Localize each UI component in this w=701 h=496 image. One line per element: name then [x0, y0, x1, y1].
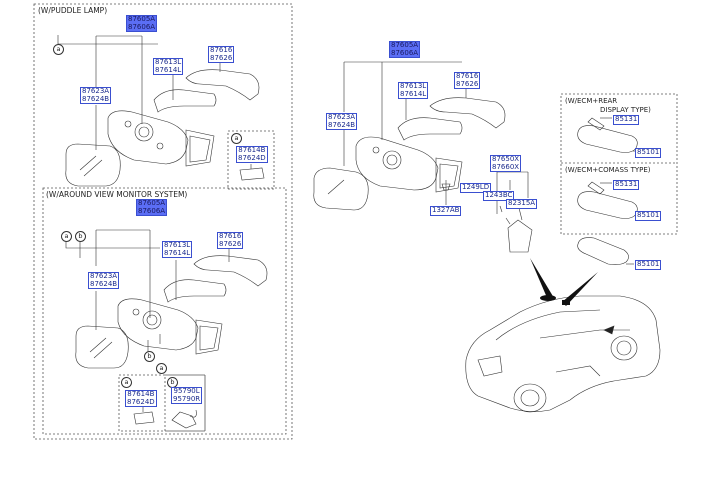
part-label-bolt-2[interactable]: 1243BC — [483, 191, 515, 201]
callout-a: a — [156, 363, 167, 374]
avm-frame — [42, 187, 287, 435]
part-label-cap[interactable]: 87616 87626 — [454, 72, 481, 89]
part-label-screw[interactable]: 1327AB — [430, 206, 462, 216]
part-label-mirror-cover[interactable]: 85131 — [613, 180, 640, 190]
part-label-bracket[interactable]: 82315A — [506, 199, 538, 209]
callout-a: a — [53, 44, 64, 55]
part-label-room-mirror[interactable]: 85101 — [635, 260, 662, 270]
left-panel-frame — [33, 3, 293, 440]
part-label-room-mirror[interactable]: 85101 — [635, 211, 662, 221]
part-label-mirror-assy[interactable]: 87605A 87606A — [389, 41, 421, 58]
ecm-compass-title: (W/ECM+COMASS TYPE) — [565, 166, 651, 174]
callout-b: b — [75, 231, 86, 242]
callout-b: b — [144, 351, 155, 362]
part-label-glass[interactable]: 87623A 87624B — [88, 272, 120, 289]
part-label-glass[interactable]: 87623A 87624B — [326, 113, 358, 130]
part-label-bolt-1[interactable]: 1249LD — [460, 183, 492, 193]
part-label-base[interactable]: 87650X 87660X — [490, 155, 522, 172]
ecm-rear-title-1: (W/ECM+REAR — [565, 97, 618, 105]
part-label-cap[interactable]: 87616 87626 — [217, 232, 244, 249]
part-label-mirror-cover[interactable]: 85131 — [613, 115, 640, 125]
avm-title: (W/AROUND VIEW MONITOR SYSTEM) — [46, 190, 188, 199]
part-label-cover[interactable]: 87613L 87614L — [398, 82, 429, 99]
callout-a: a — [121, 377, 132, 388]
part-label-glass[interactable]: 87623A 87624B — [80, 87, 112, 104]
callout-a: a — [61, 231, 72, 242]
room-mirror-frame — [560, 93, 678, 235]
ecm-rear-title-2: DISPLAY TYPE) — [600, 106, 651, 114]
callout-a: a — [231, 133, 242, 144]
puddle-lamp-title: (W/PUDDLE LAMP) — [38, 6, 108, 15]
part-label-room-mirror[interactable]: 85101 — [635, 148, 662, 158]
part-label-cap[interactable]: 87616 87626 — [208, 46, 235, 63]
part-label-camera[interactable]: 95790L 95790R — [171, 387, 203, 404]
camera-detail-frame — [164, 374, 206, 432]
part-label-cover[interactable]: 87613L 87614L — [162, 241, 193, 258]
part-label-lamp[interactable]: 87614B 87624D — [125, 390, 157, 407]
part-label-mirror-assy[interactable]: 87605A 87606A — [136, 199, 168, 216]
part-label-lamp[interactable]: 87614B 87624D — [236, 146, 268, 163]
part-label-mirror-assy[interactable]: 87605A 87606A — [126, 15, 158, 32]
part-label-cover[interactable]: 87613L 87614L — [153, 58, 184, 75]
